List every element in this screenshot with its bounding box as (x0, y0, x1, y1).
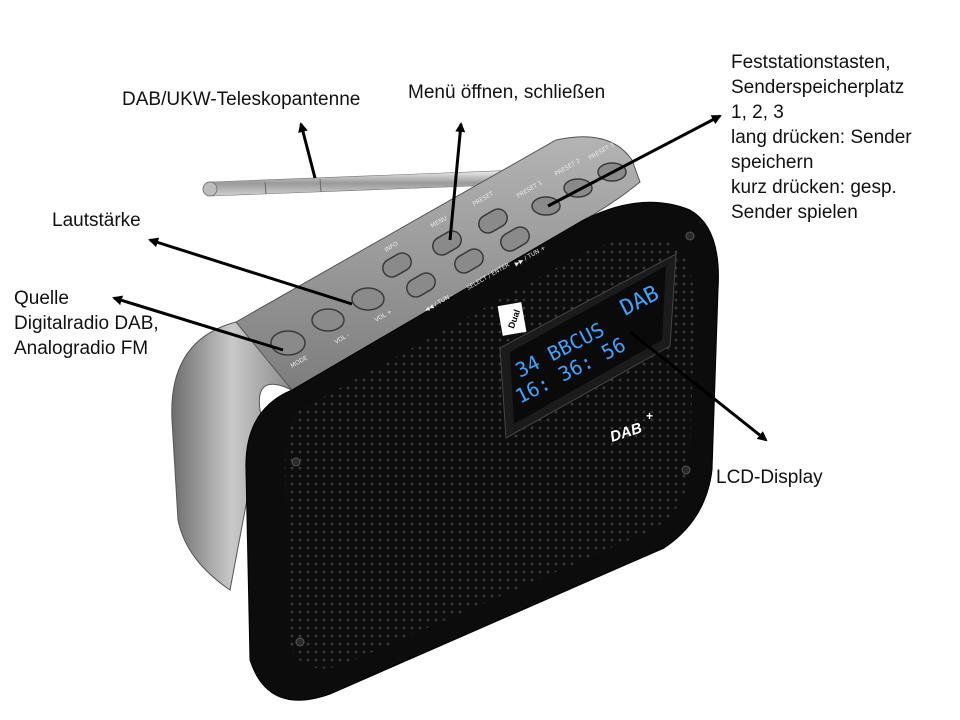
arrow-presets (547, 114, 722, 208)
source-label-line: Analogradio FM (14, 338, 149, 359)
lcd-label: LCD-Display (716, 467, 823, 488)
source-label-line: Quelle (14, 288, 69, 309)
presets-label-line: 1, 2, 3 (731, 102, 784, 123)
arrow-source (112, 295, 284, 352)
presets-label-line: kurz drücken: gesp. (731, 177, 897, 198)
presets-label-line: Sender spielen (731, 202, 858, 223)
arrow-antenna (298, 122, 317, 179)
presets-label: Feststationstasten, Senderspeicherplatz … (731, 50, 912, 225)
antenna-label: DAB/UKW-Teleskopantenne (122, 89, 361, 110)
menu-label: Menü öffnen, schließen (408, 82, 606, 103)
arrow-menu (448, 122, 466, 241)
presets-label-line: Senderspeicherplatz (731, 77, 905, 98)
brand-logo: Dual (497, 302, 527, 336)
presets-label-line: speichern (731, 152, 814, 173)
svg-text:+: + (646, 409, 653, 423)
volume-label: Lautstärke (52, 210, 141, 231)
annotation-arrows (112, 114, 768, 442)
telescopic-antenna (202, 169, 525, 197)
lcd-display: 34 BBCUS 16: 36: 56 DAB (499, 253, 677, 439)
presets-label-line: Feststationstasten, (731, 52, 891, 73)
arrow-lcd (629, 330, 768, 442)
source-label-line: Digitalradio DAB, (14, 313, 159, 334)
presets-label-line: lang drücken: Sender (731, 127, 912, 148)
source-label: Quelle Digitalradio DAB, Analogradio FM (14, 286, 159, 361)
arrow-volume (148, 237, 353, 306)
